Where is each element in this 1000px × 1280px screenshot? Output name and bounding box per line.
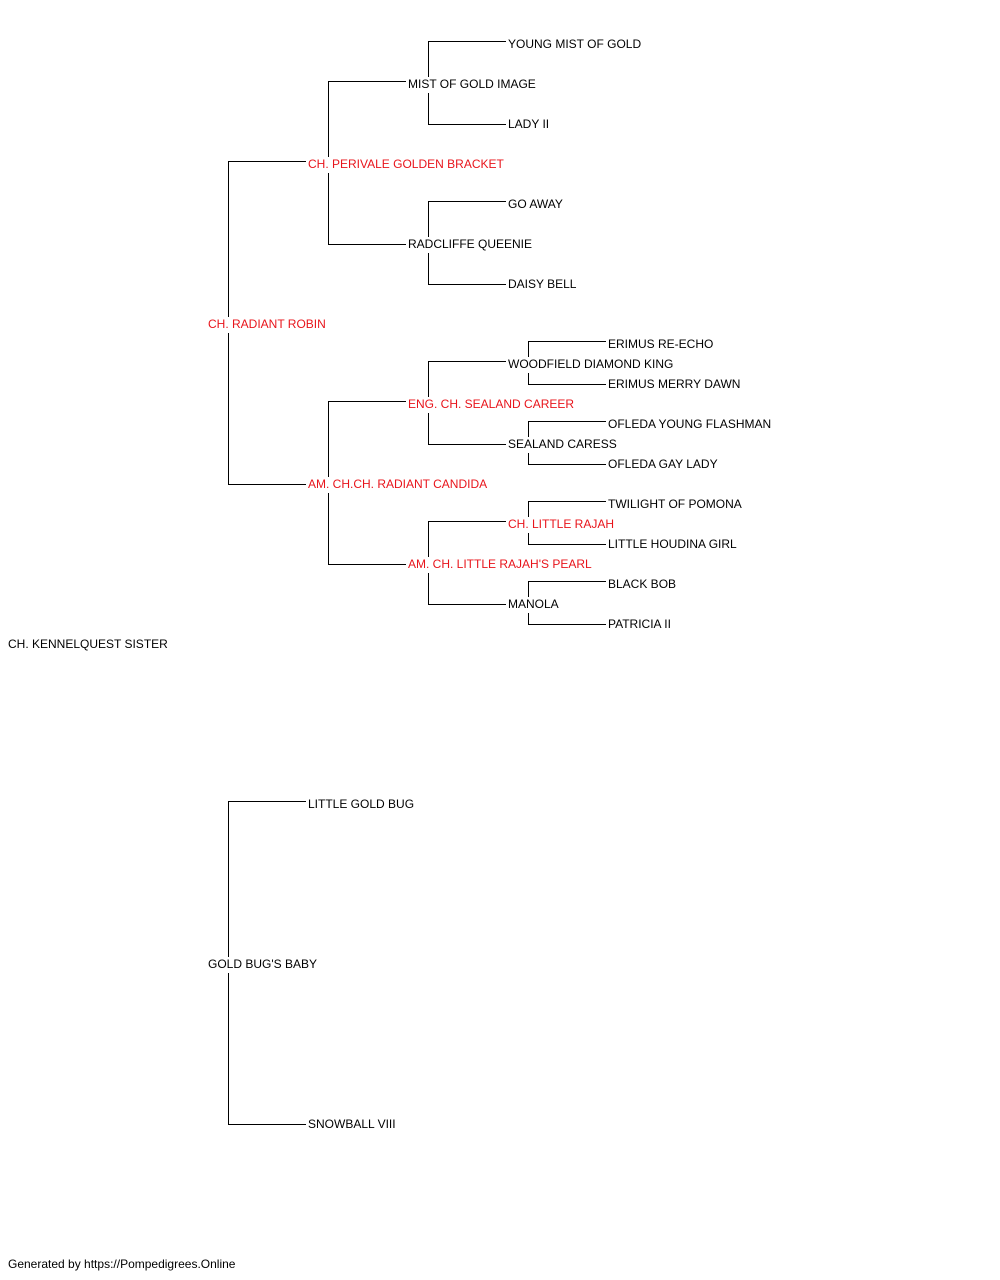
sss-sire-name: YOUNG MIST OF GOLD bbox=[508, 37, 642, 51]
ss-dam-name: RADCLIFFE QUEENIE bbox=[408, 237, 533, 251]
sds-dam-name: SEALAND CARESS bbox=[508, 437, 617, 451]
dam-sire-name: LITTLE GOLD BUG bbox=[308, 797, 415, 811]
sdss-dam-name: ERIMUS MERRY DAWN bbox=[608, 377, 741, 391]
subject-name: CH. KENNELQUEST SISTER bbox=[8, 637, 168, 651]
sdss-sire-name: ERIMUS RE-ECHO bbox=[608, 337, 714, 351]
ssd-sire-name: GO AWAY bbox=[508, 197, 563, 211]
sdd-dam-name: MANOLA bbox=[508, 597, 559, 611]
sire-name: CH. RADIANT ROBIN bbox=[208, 317, 326, 331]
sddd-sire-name: BLACK BOB bbox=[608, 577, 677, 591]
sdsd-dam-name: OFLEDA GAY LADY bbox=[608, 457, 718, 471]
dam-name: GOLD BUG'S BABY bbox=[208, 957, 317, 971]
ss-sire-name: MIST OF GOLD IMAGE bbox=[408, 77, 536, 91]
sdsd-sire-name: OFLEDA YOUNG FLASHMAN bbox=[608, 417, 772, 431]
sss-dam-name: LADY II bbox=[508, 117, 550, 131]
sire-dam-name: AM. CH.CH. RADIANT CANDIDA bbox=[308, 477, 488, 491]
sdds-dam-name: LITTLE HOUDINA GIRL bbox=[608, 537, 737, 551]
ssd-dam-name: DAISY BELL bbox=[508, 277, 577, 291]
sdd-sire-name: CH. LITTLE RAJAH bbox=[508, 517, 615, 531]
sd-sire-name: ENG. CH. SEALAND CAREER bbox=[408, 397, 575, 411]
sire-sire-name: CH. PERIVALE GOLDEN BRACKET bbox=[308, 157, 504, 171]
sd-dam-name: AM. CH. LITTLE RAJAH'S PEARL bbox=[408, 557, 592, 571]
dam-dam-name: SNOWBALL VIII bbox=[308, 1117, 396, 1131]
sds-sire-name: WOODFIELD DIAMOND KING bbox=[508, 357, 674, 371]
sdds-sire-name: TWILIGHT OF POMONA bbox=[608, 497, 742, 511]
generator-credit: Generated by https://Pompedigrees.Online bbox=[8, 1257, 236, 1271]
sddd-dam-name: PATRICIA II bbox=[608, 617, 671, 631]
